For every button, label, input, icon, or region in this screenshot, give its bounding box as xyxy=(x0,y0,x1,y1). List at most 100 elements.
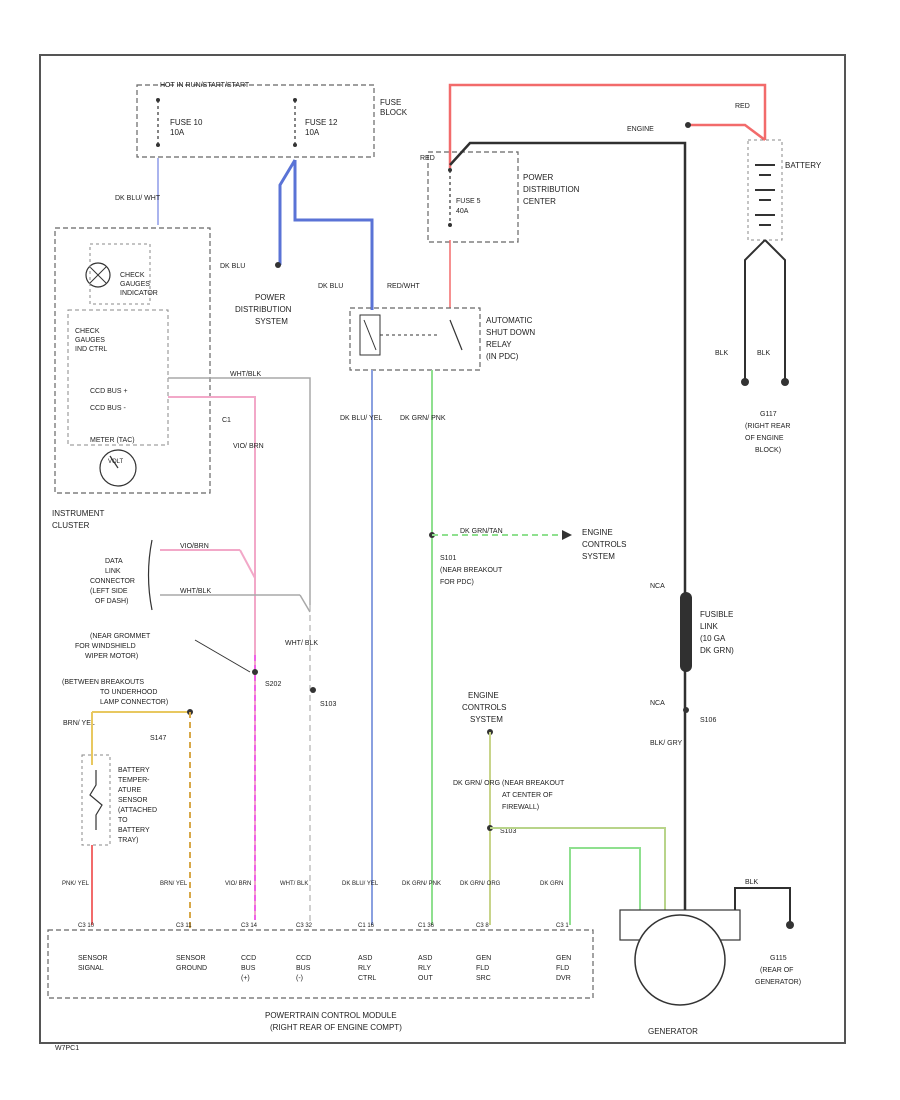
pcm-pin-name: GROUND xyxy=(176,965,207,972)
pcm-pin-name: CCD xyxy=(241,955,256,962)
svg-text:GENERATOR: GENERATOR xyxy=(648,1027,698,1036)
pcm-pin-wire: PNK/ YEL xyxy=(62,881,90,887)
pcm-pin-name: CTRL xyxy=(358,975,376,982)
battery-temperature-sensor: BATTERY TEMPER- ATURE SENSOR (ATTACHED T… xyxy=(81,754,157,846)
battery-label: BATTERY xyxy=(785,161,822,170)
pcm-pin-number: C3 11 xyxy=(176,923,192,929)
pcm-pin-name: RLY xyxy=(358,965,371,972)
svg-text:BLK: BLK xyxy=(715,350,729,357)
automatic-shut-down-relay: AUTOMATIC SHUT DOWN RELAY (IN PDC) xyxy=(349,307,535,371)
pcm-pin-name: SENSOR xyxy=(78,955,108,962)
pcm-pin-wire: WHT/ BLK xyxy=(280,881,308,887)
wire-dk-blu-top: DK BLU xyxy=(318,283,343,290)
fuse-12-label: FUSE 12 xyxy=(305,118,338,127)
svg-text:(RIGHT REAR: (RIGHT REAR xyxy=(745,423,790,430)
svg-text:VIO/ BRN: VIO/ BRN xyxy=(233,443,264,450)
cluster-c1: C1 xyxy=(222,417,231,424)
svg-text:AT CENTER OF: AT CENTER OF xyxy=(502,792,553,799)
svg-text:S106: S106 xyxy=(700,717,716,724)
svg-text:FIREWALL): FIREWALL) xyxy=(502,804,539,811)
pcm-pin-name: SENSOR xyxy=(176,955,206,962)
svg-text:FOR PDC): FOR PDC) xyxy=(440,579,474,586)
pcm-pin-wire: DK GRN xyxy=(540,881,563,887)
pcm-pin-number: C3 10 xyxy=(78,923,95,929)
battery: BATTERY BLK BLK G117 (RIGHT REAR OF ENGI… xyxy=(715,139,822,454)
instrument-cluster-label: INSTRUMENT xyxy=(52,509,105,518)
svg-text:VIO/BRN: VIO/BRN xyxy=(180,543,209,550)
fuse-block-title: HOT IN RUN/START/START xyxy=(160,82,250,89)
svg-text:(NEAR BREAKOUT: (NEAR BREAKOUT xyxy=(440,567,503,574)
pcm-pin-name: (+) xyxy=(241,975,250,982)
pcm-pin-name: ASD xyxy=(418,955,432,962)
svg-text:CONNECTOR: CONNECTOR xyxy=(90,578,135,585)
pcm-pin-number: C1 16 xyxy=(358,923,375,929)
pcm-pin-name: DVR xyxy=(556,975,571,982)
control-label: CHECK xyxy=(75,328,100,335)
svg-text:ATURE: ATURE xyxy=(118,787,142,794)
svg-text:SHUT DOWN: SHUT DOWN xyxy=(486,328,535,337)
pcm-pin-name: OUT xyxy=(418,975,434,982)
svg-text:BATTERY: BATTERY xyxy=(118,827,150,834)
diagram-frame xyxy=(39,54,846,1044)
volt-gauge-label: VOLT xyxy=(108,459,124,465)
svg-text:CLUSTER: CLUSTER xyxy=(52,521,90,530)
svg-text:GAUGES: GAUGES xyxy=(75,337,105,344)
svg-text:LAMP CONNECTOR): LAMP CONNECTOR) xyxy=(100,699,168,706)
svg-text:10A: 10A xyxy=(305,128,320,137)
svg-text:WHT/BLK: WHT/BLK xyxy=(230,371,261,378)
svg-text:(NEAR GROMMET: (NEAR GROMMET xyxy=(90,633,151,640)
svg-text:G117: G117 xyxy=(760,411,777,418)
svg-text:BLOCK: BLOCK xyxy=(380,108,408,117)
pcm-pin-wire: DK GRN/ PNK xyxy=(402,881,441,887)
svg-text:IND CTRL: IND CTRL xyxy=(75,346,107,353)
pcm-pin-name: CCD xyxy=(296,955,311,962)
data-link-connector: DATA LINK CONNECTOR (LEFT SIDE OF DASH) … xyxy=(90,539,311,613)
svg-text:FUSIBLE: FUSIBLE xyxy=(700,610,733,619)
pcm-pin-name: SIGNAL xyxy=(78,965,104,972)
svg-text:LINK: LINK xyxy=(105,568,121,575)
pcm-pin-number: C3 1 xyxy=(556,923,569,929)
fuse-10-label: FUSE 10 xyxy=(170,118,203,127)
svg-text:NCA: NCA xyxy=(650,700,665,707)
svg-text:(IN PDC): (IN PDC) xyxy=(486,352,519,361)
svg-text:TEMPER-: TEMPER- xyxy=(118,777,150,784)
svg-text:WHT/ BLK: WHT/ BLK xyxy=(285,640,318,647)
pcm-pin-name: SRC xyxy=(476,975,491,982)
svg-text:(ATTACHED: (ATTACHED xyxy=(118,807,157,814)
breakout-note: (BETWEEN BREAKOUTS TO UNDERHOOD LAMP CON… xyxy=(62,679,193,930)
fusible-link: NCA FUSIBLE LINK (10 GA DK GRN) NCA S106… xyxy=(650,583,734,747)
svg-text:DK GRN/ PNK: DK GRN/ PNK xyxy=(400,415,446,422)
svg-text:WIPER MOTOR): WIPER MOTOR) xyxy=(85,653,138,660)
ccd-bus-pos: CCD BUS + xyxy=(90,388,128,395)
pcm-pin-wire: BRN/ YEL xyxy=(160,881,188,887)
svg-text:RED/WHT: RED/WHT xyxy=(387,283,420,290)
svg-text:DISTRIBUTION: DISTRIBUTION xyxy=(235,305,292,314)
svg-text:POWER: POWER xyxy=(255,293,285,302)
pcm-pin-name: GEN xyxy=(556,955,571,962)
svg-text:DK GRN/TAN: DK GRN/TAN xyxy=(460,528,503,535)
svg-text:BRN/ YEL: BRN/ YEL xyxy=(63,720,95,727)
svg-text:BLOCK): BLOCK) xyxy=(755,447,781,454)
svg-text:FOR WINDSHIELD: FOR WINDSHIELD xyxy=(75,643,136,650)
pcm-pin-wire: VIO/ BRN xyxy=(225,881,251,887)
svg-text:AUTOMATIC: AUTOMATIC xyxy=(486,316,533,325)
svg-text:POWER: POWER xyxy=(523,173,553,182)
engine-label: ENGINE xyxy=(627,126,654,133)
svg-text:ENGINE: ENGINE xyxy=(468,691,499,700)
svg-text:DK GRN): DK GRN) xyxy=(700,646,734,655)
svg-text:POWERTRAIN CONTROL MODULE: POWERTRAIN CONTROL MODULE xyxy=(265,1011,397,1020)
pcm-pin-wire: DK GRN/ ORG xyxy=(460,881,501,887)
svg-text:(LEFT SIDE: (LEFT SIDE xyxy=(90,588,128,595)
svg-text:SENSOR: SENSOR xyxy=(118,797,148,804)
wire-dk-blu-wht: DK BLU/ WHT xyxy=(115,195,161,202)
pcm-pin-name: GEN xyxy=(476,955,491,962)
power-distribution-center: POWER DISTRIBUTION CENTER FUSE 5 40A RED xyxy=(420,151,580,243)
svg-text:BLK/ GRY: BLK/ GRY xyxy=(650,740,682,747)
pcm-pin-name: (-) xyxy=(296,975,303,982)
pcm-pin-number: C3 32 xyxy=(296,923,313,929)
svg-text:ENGINE: ENGINE xyxy=(582,528,613,537)
pcm-pin-wire: DK BLU/ YEL xyxy=(342,881,379,887)
instrument-cluster: CHECK GAUGES INDICATOR CHECK GAUGES IND … xyxy=(52,227,231,530)
svg-text:CENTER: CENTER xyxy=(523,197,556,206)
